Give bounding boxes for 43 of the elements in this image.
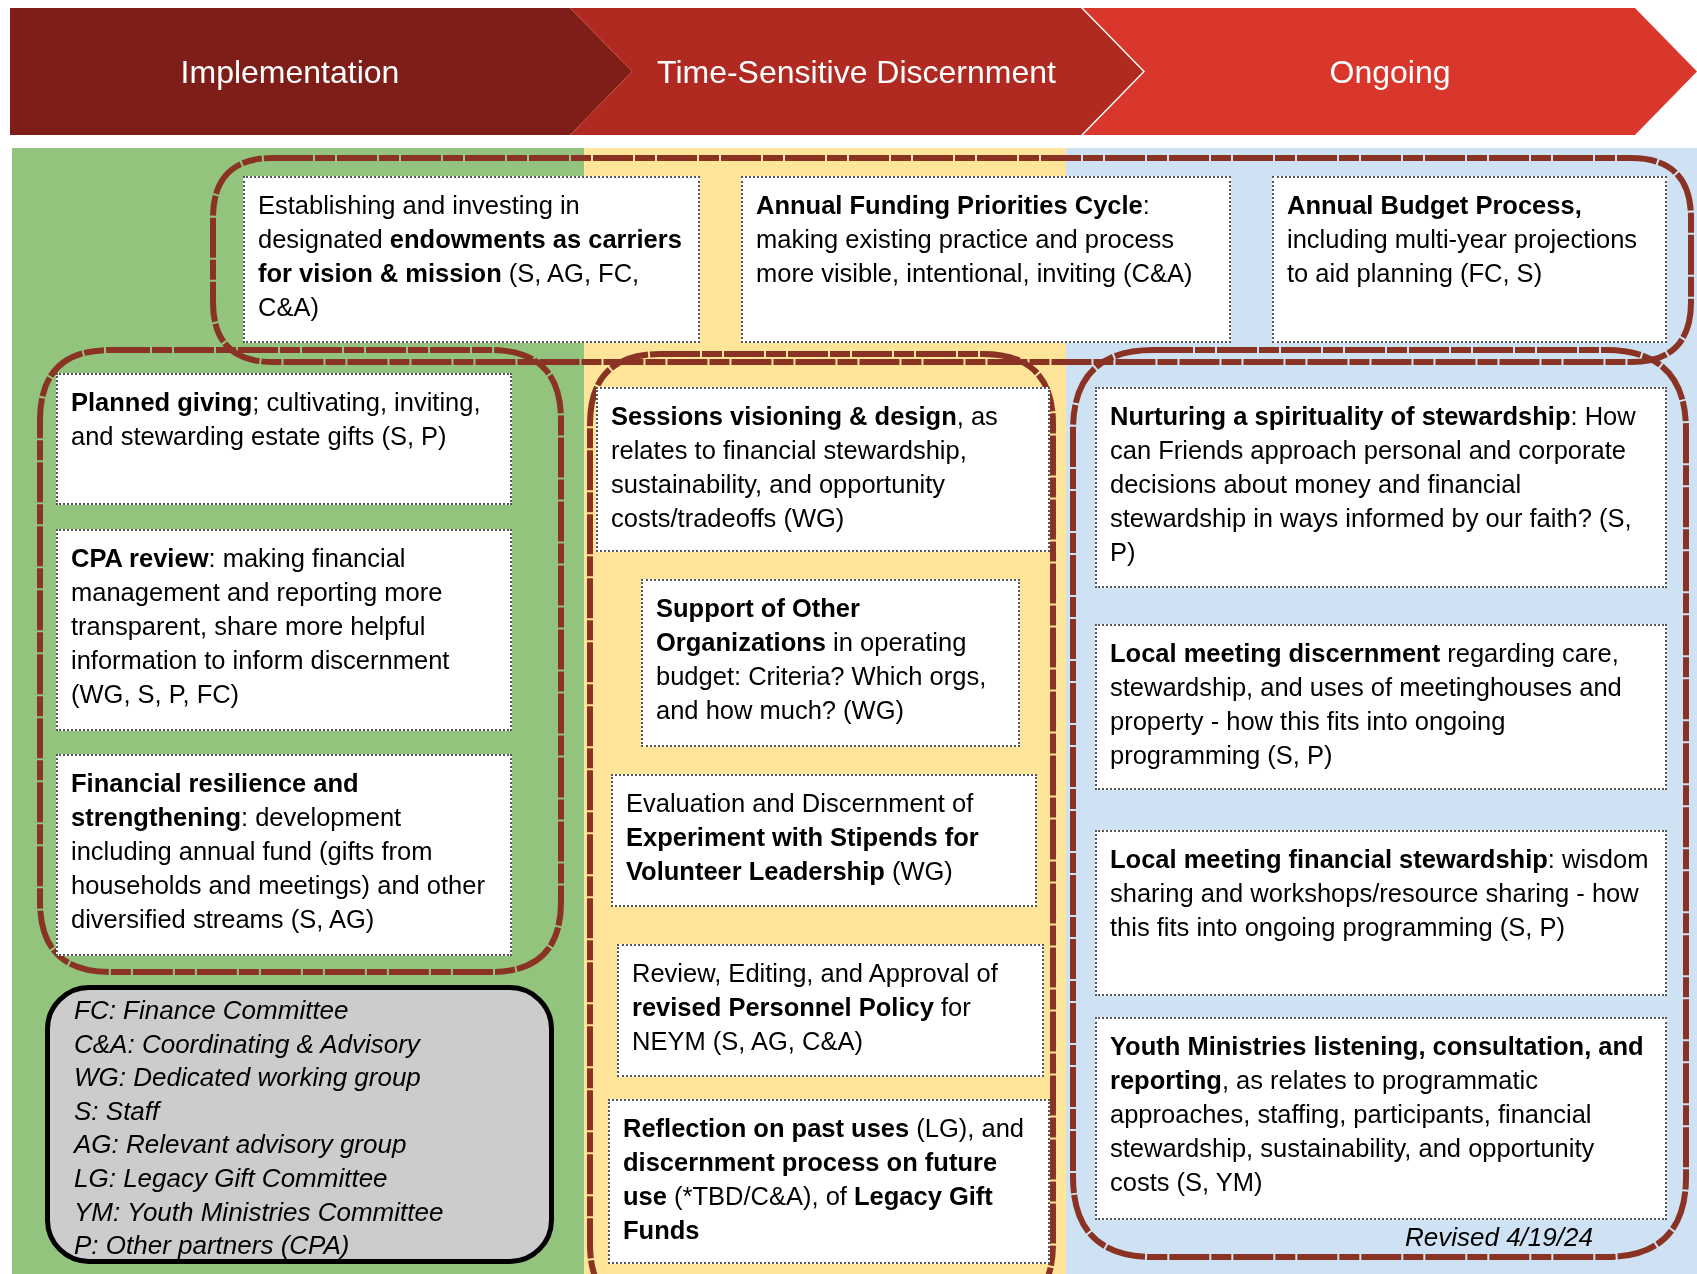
task-box xyxy=(1095,387,1667,588)
task-box xyxy=(1095,830,1667,996)
task-box xyxy=(56,754,512,956)
task-box xyxy=(617,944,1044,1077)
abbreviation-entry: WG: Dedicated working group xyxy=(74,1061,422,1095)
task-box xyxy=(56,529,512,731)
abbreviation-entry: C&A: Coordinating & Advisory xyxy=(74,1027,422,1061)
task-description: CPA review: making financial management and reporting more transparent, share more helpful information to inform discernment (WG, S, P, FC) xyxy=(71,543,451,710)
task-description: Planned giving; cultivating, inviting, and stewarding estate gifts (S, P) xyxy=(71,387,482,452)
abbreviation-key-box xyxy=(45,985,554,1264)
task-description: Annual Budget Process, including multi-year projections to aid planning (FC, S) xyxy=(1287,190,1639,289)
task-box xyxy=(608,1099,1050,1264)
stage-heading: Implementation xyxy=(180,52,400,92)
task-description: Reflection on past uses (LG), and discernment process on future use (*TBD/C&A), of Legacy Gift Funds xyxy=(623,1113,1026,1246)
task-box xyxy=(611,774,1037,907)
task-description: Local meeting financial stewardship: wisdom sharing and workshops/resource sharing - how this fits into ongoing programming (S, P) xyxy=(1110,844,1650,943)
task-box xyxy=(641,579,1020,747)
stage-heading: Ongoing xyxy=(1329,52,1451,92)
task-box xyxy=(741,176,1231,343)
revision-note: Revised 4/19/24 xyxy=(1405,1221,1593,1253)
task-box xyxy=(1095,624,1667,790)
task-description: Establishing and investing in designated endowments as carriers for vision & mission (S, AG, FC, C&A) xyxy=(258,190,683,323)
task-box xyxy=(1272,176,1667,343)
task-description: Annual Funding Priorities Cycle: making existing practice and process more visible, intentional, inviting (C&A) xyxy=(756,190,1194,289)
task-description: Support of Other Organizations in operating budget: Criteria? Which orgs, and how much? (WG) xyxy=(656,593,988,726)
task-box xyxy=(1095,1017,1667,1220)
task-description: Local meeting discernment regarding care, stewardship, and uses of meetinghouses and property - how this fits into ongoing programming (S, P) xyxy=(1110,638,1623,771)
task-box xyxy=(56,373,512,505)
abbreviation-entry: LG: Legacy Gift Committee xyxy=(74,1161,389,1195)
task-description: Review, Editing, and Approval of revised Personnel Policy for NEYM (S, AG, C&A) xyxy=(632,958,999,1057)
task-description: Sessions visioning & design, as relates to financial stewardship, sustainability, and opportunity costs/tradeoffs (WG) xyxy=(611,401,999,534)
abbreviation-entry: YM: Youth Ministries Committee xyxy=(74,1195,445,1229)
abbreviation-entry: S: Staff xyxy=(74,1094,163,1128)
abbreviation-entry: FC: Finance Committee xyxy=(74,994,350,1027)
task-description: Youth Ministries listening, consultation, and reporting, as relates to programmatic approaches, staffing, participants, financial stewardship, sustainability, and opportunity costs (S, YM) xyxy=(1110,1031,1645,1198)
stage-heading: Time-Sensitive Discernment xyxy=(657,52,1056,92)
abbreviation-entry: AG: Relevant advisory group xyxy=(74,1128,408,1162)
abbreviation-entry: P: Other partners (CPA) xyxy=(74,1229,351,1263)
task-description: Financial resilience and strengthening: development including annual fund (gifts from households and meetings) and other diversified streams (S, AG) xyxy=(71,768,486,935)
task-box xyxy=(243,176,700,343)
task-box xyxy=(596,387,1050,552)
task-description: Evaluation and Discernment of Experiment with Stipends for Volunteer Leadership (WG) xyxy=(626,788,980,887)
task-description: Nurturing a spirituality of stewardship: How can Friends approach personal and corporate decisions about money and financial stewardship in ways informed by our faith? (S, P) xyxy=(1110,401,1637,568)
